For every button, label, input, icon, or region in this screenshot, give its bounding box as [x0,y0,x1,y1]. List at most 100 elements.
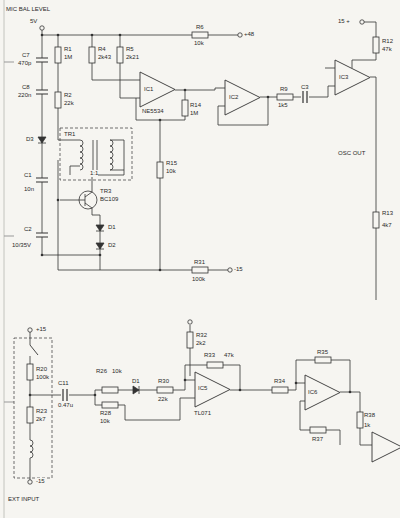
terminal [28,480,32,484]
resistor-symbol [27,364,33,380]
transistor-leads [78,185,92,215]
part-label: R38 [364,412,375,419]
wire [118,398,195,420]
junction-dot [99,254,102,257]
resistor-symbol [89,47,95,63]
resistor-symbol [373,37,379,53]
terminal [238,33,242,37]
part-label: -15 [36,478,45,485]
resistor-symbol [27,407,33,423]
part-label: R12 [382,38,393,45]
junction-dot [41,34,44,37]
resistor-symbol [157,387,173,393]
wire [69,390,102,395]
resistor-symbol [192,32,208,38]
part-label: C3 [301,84,309,91]
junction-dot [57,199,60,202]
wire [42,28,100,255]
wire [309,86,335,97]
resistor-symbol [315,357,331,363]
part-label: NE5534 [142,108,164,115]
junction-dot [184,89,187,92]
part-label: R28 [100,410,111,417]
junction-dot [159,269,162,272]
opamp-symbol [305,375,340,410]
part-label: R37 [312,436,323,443]
diode-symbol [96,225,104,231]
junction-dot [119,34,122,37]
part-label: C1 [24,172,32,179]
wire [58,160,230,270]
part-label: -15 [234,266,243,273]
part-label: C11 [58,380,69,387]
wire [325,68,335,69]
junction-dot [184,379,187,382]
part-label: R34 [274,378,285,385]
part-label: IC5 [198,385,207,392]
part-label: 10k [166,168,176,175]
opamp-symbol [372,432,400,462]
part-label: R15 [166,160,177,167]
coil-symbol [110,140,113,170]
capacitor-symbol [36,233,48,237]
part-label: D1 [132,378,140,385]
resistor-symbol [117,47,123,63]
junction-dot [57,34,60,37]
punch-mark [4,402,14,403]
opamp-symbol [140,72,175,107]
junction-dot [295,382,298,385]
wire [42,35,240,36]
wire [60,200,78,201]
part-label: 10k [100,418,110,425]
part-label: 1k [364,422,370,429]
terminal [28,328,32,332]
wire [360,445,372,446]
part-label: 22k [158,396,168,403]
punch-mark [4,62,14,63]
part-label: TL071 [194,410,211,417]
capacitor-symbol [36,90,48,94]
part-label: R23 [36,408,47,415]
wire [100,255,101,270]
part-label: IC2 [229,94,238,101]
junction-dot [159,119,162,122]
wire [352,22,376,68]
part-label: R30 [158,378,169,385]
part-label: 10/35V [12,242,31,249]
part-label: R20 [36,366,47,373]
resistor-symbol [182,100,188,116]
part-label: 1M [190,110,198,117]
part-label: 2k7 [36,416,46,423]
opamp-symbol [335,60,370,95]
part-label: TR1 [64,131,75,138]
part-label: R32 [196,332,207,339]
part-label: R13 [382,210,393,217]
coil-symbol [30,440,33,458]
wire [173,380,195,390]
part-label: R9 [280,86,288,93]
capacitor-gap [36,178,48,182]
resistor-symbol [102,402,118,408]
wire [30,332,31,345]
junction-dot [91,34,94,37]
switch-symbol [30,345,38,355]
resistor-symbol [277,94,293,100]
dashed-enclosure [60,128,132,180]
transformer-core [93,140,97,170]
part-label: 1k5 [278,102,288,109]
part-label: R33 [204,352,215,359]
resistor-symbol [373,212,379,228]
part-label: R14 [190,102,201,109]
wire [70,166,80,175]
diode-symbol [38,137,46,143]
part-label: 2k21 [126,54,139,61]
part-label: 10n [24,186,34,193]
capacitor-symbol [36,58,48,62]
part-label: TR3 [100,188,111,195]
resistor-symbol [157,162,163,178]
part-label: 2k2 [196,340,206,347]
part-label: 47k [224,352,234,359]
resistor-symbol [187,332,193,348]
terminal [40,26,44,30]
